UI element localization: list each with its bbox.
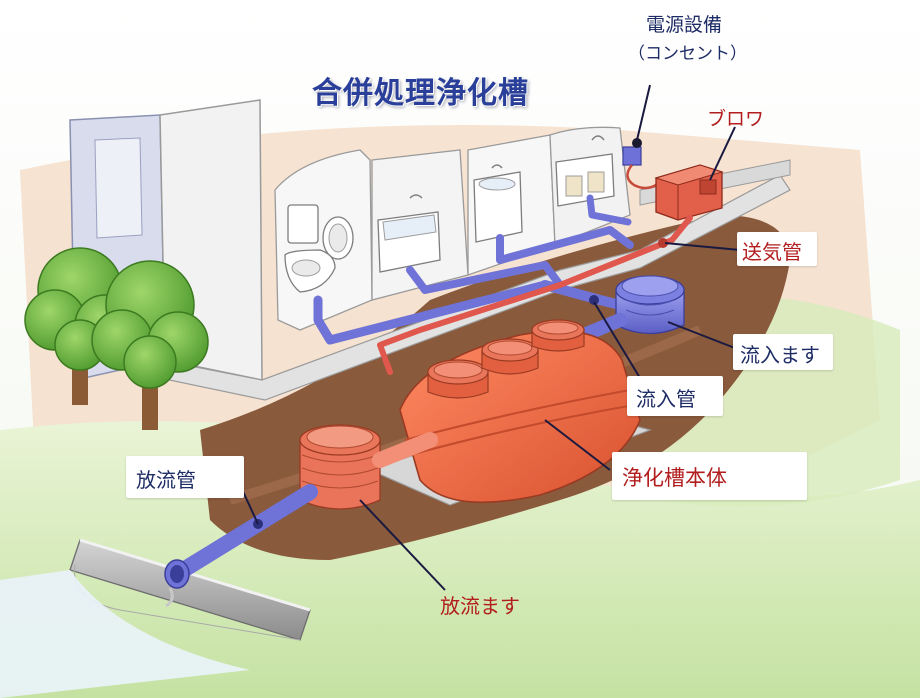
- sewer-main-icon: [0, 538, 311, 698]
- tree-icon: [24, 247, 136, 405]
- toilet-icon: [284, 204, 354, 293]
- label-blower: ブロワ: [707, 108, 765, 130]
- bathtub-icon: [377, 194, 441, 273]
- diagram-title: 合併処理浄化槽: [312, 76, 529, 111]
- blower-icon: [654, 164, 724, 221]
- air-pipe-line: [377, 215, 693, 375]
- discharge-pipe-line: [172, 484, 318, 580]
- washbasin-icon: [473, 164, 523, 243]
- discharge-outlet-icon: [164, 559, 190, 608]
- label-box-tank-body: [612, 452, 807, 500]
- label-power-equipment: 電源設備 （コンセント）: [628, 10, 747, 64]
- tree-icon: [91, 260, 209, 430]
- label-power-line1: 電源設備: [645, 14, 722, 36]
- label-inlet-pipe: 流入管: [636, 387, 696, 411]
- inlet-basin-icon: [615, 275, 685, 335]
- kitchen-sink-icon: [555, 135, 615, 207]
- discharge-basin-icon: [299, 424, 381, 510]
- label-inlet-basin: 流入ます: [740, 343, 820, 367]
- label-tank-body: 浄化槽本体: [622, 466, 727, 490]
- air-pipe-marker: [658, 238, 668, 248]
- label-box-inlet-pipe: [627, 376, 723, 416]
- power-outlet-icon: [622, 138, 657, 190]
- label-power-line2: （コンセント）: [628, 44, 747, 64]
- tank-outlet-pipe: [372, 432, 438, 468]
- label-box-discharge-pipe: [126, 456, 244, 498]
- label-box-air-pipe: [737, 232, 817, 266]
- house-window: [94, 137, 143, 239]
- label-discharge-pipe: 放流管: [136, 468, 196, 492]
- label-discharge-basin: 放流ます: [440, 594, 520, 618]
- label-air-pipe: 送気管: [742, 240, 802, 264]
- label-box-inlet-basin: [733, 334, 833, 370]
- septic-tank-icon: [399, 319, 641, 504]
